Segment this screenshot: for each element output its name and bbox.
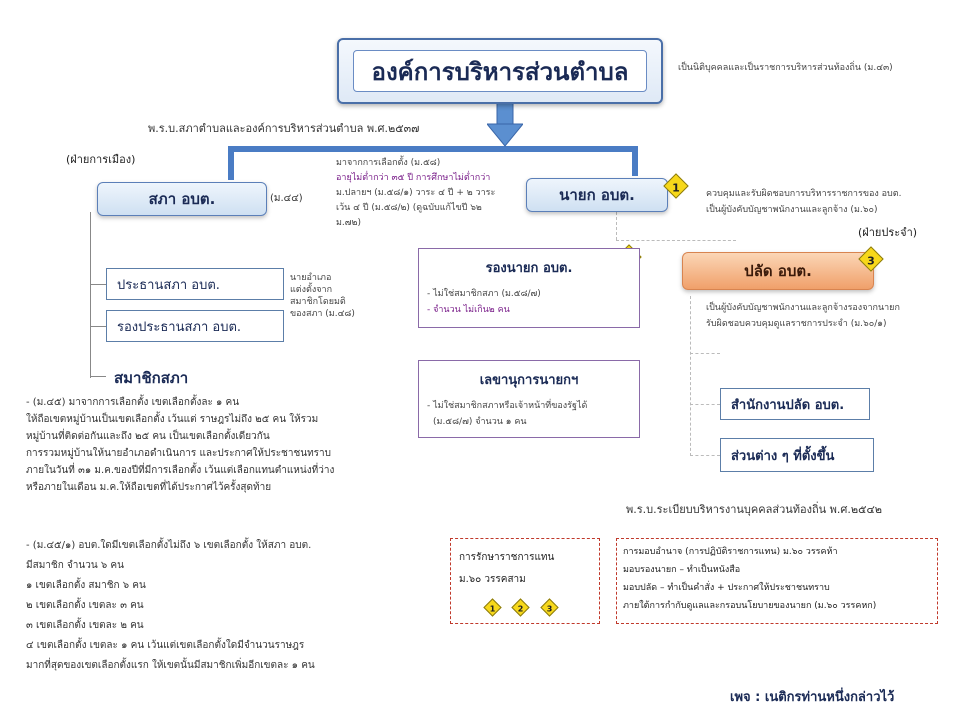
mayor-duty-notes: ควบคุมและรับผิดชอบการบริหารราชการของ อบต… xyxy=(706,186,901,218)
delegation-line: มอบปลัด – ทำเป็นคำสั่ง + ประกาศให้ประชาช… xyxy=(623,583,830,593)
mayor-badge: 1 xyxy=(663,173,689,199)
member-note-line: หรือภายในเดือน ม.ค.ให้ถือเขตที่ได้ประกาศ… xyxy=(26,482,272,493)
district-note-line: ๓ เขตเลือกตั้ง เขตละ ๒ คน xyxy=(26,620,144,631)
council-branch-members xyxy=(90,376,106,377)
acting-badge-number: 2 xyxy=(517,604,524,614)
political-label: (ฝ่ายการเมือง) xyxy=(66,153,136,166)
mayor-election-notes: มาจากการเลือกตั้ง (ม.๕๘) อายุไม่ต่ำกว่า … xyxy=(336,156,495,231)
permanent-label: (ฝ่ายประจำ) xyxy=(858,226,918,239)
member-notes: - (ม.๔๕) มาจากการเลือกตั้ง เขตเลือกตั้งล… xyxy=(26,394,334,496)
act-label: พ.ร.บ.สภาตำบลและองค์การบริหารส่วนตำบล พ.… xyxy=(148,122,420,135)
council-ref: (ม.๔๔) xyxy=(270,193,303,204)
delegation-box: การมอบอำนาจ (การปฏิบัติราชการแทน) ม.๖๐ ว… xyxy=(616,538,938,624)
member-note-line: - (ม.๔๕) มาจากการเลือกตั้ง เขตเลือกตั้งล… xyxy=(26,397,240,408)
council-members-label: สมาชิกสภา xyxy=(114,369,189,387)
clerk-branch-office xyxy=(690,404,720,405)
mayor-dash-h xyxy=(616,240,736,241)
district-note-line: มากที่สุดของเขตเลือกตั้งแรก ให้เขตนั้นมี… xyxy=(26,660,315,671)
divisions-box: ส่วนต่าง ๆ ที่ตั้งขึ้น xyxy=(720,438,874,472)
duty-note-line: เป็นผู้บังคับบัญชาพนักงานและลูกจ้าง (ม.๖… xyxy=(706,205,878,215)
page-title: องค์การบริหารส่วนตำบล xyxy=(353,50,647,92)
election-note-line: อายุไม่ต่ำกว่า ๓๕ ปี การศึกษาไม่ต่ำกว่า xyxy=(336,173,491,183)
acting-line: ม.๖๐ วรรคสาม xyxy=(459,574,526,585)
council-vice-chair-box: รองประธานสภา อบต. xyxy=(106,310,284,342)
personnel-act-label: พ.ร.บ.ระเบียบบริหารงานบุคคลส่วนท้องถิ่น … xyxy=(626,503,883,516)
election-note-line: ม.๗๒) xyxy=(336,218,362,228)
council-branch-vice xyxy=(90,326,106,327)
main-connector-right xyxy=(632,146,638,176)
council-chair-box: ประธานสภา อบต. xyxy=(106,268,284,300)
district-note-line: - (ม.๔๕/๑) อบต.ใดมีเขตเลือกตั้งไม่ถึง ๖ … xyxy=(26,540,312,551)
deputy-title: รองนายก อบต. xyxy=(485,261,573,276)
election-note-line: เว้น ๔ ปี (ม.๕๘/๒) (ดูฉบับแก้ไขปี ๖๒ xyxy=(336,203,482,213)
council-box: สภา อบต. xyxy=(97,182,267,216)
clerk-badge: 3 xyxy=(858,246,884,272)
clerk-box: ปลัด อบต. xyxy=(682,252,874,290)
acting-line: การรักษาราชการแทน xyxy=(459,552,555,563)
district-note-line: ๑ เขตเลือกตั้ง สมาชิก ๖ คน xyxy=(26,580,146,591)
chair-note-line: ของสภา (ม.๔๘) xyxy=(290,309,355,319)
member-note-line: ภายในวันที่ ๓๑ ม.ค.ของปีที่มีการเลือกตั้… xyxy=(26,465,335,476)
down-arrow-icon xyxy=(487,102,523,147)
main-connector-left xyxy=(228,146,234,180)
acting-badge-number: 1 xyxy=(489,604,496,614)
chair-note: นายอำเภอ แต่งตั้งจาก สมาชิกโดยมติ ของสภา… xyxy=(290,272,355,320)
district-note-line: ๒ เขตเลือกตั้ง เขตละ ๓ คน xyxy=(26,600,144,611)
acting-badge-number: 3 xyxy=(546,604,553,614)
clerk-branch-divisions xyxy=(690,455,720,456)
member-note-line: การรวมหมู่บ้านให้นายอำเภอดำเนินการ และปร… xyxy=(26,448,332,459)
clerk-branch-extra xyxy=(690,353,720,354)
secretary-title: เลขานุการนายกฯ xyxy=(479,373,579,388)
delegation-line: มอบรองนายก – ทำเป็นหนังสือ xyxy=(623,565,741,575)
council-tree-line xyxy=(90,212,91,378)
district-note-line: ๔ เขตเลือกตั้ง เขตละ ๑ คน เว้นแต่เขตเลือ… xyxy=(26,640,305,651)
duty-note-line: ควบคุมและรับผิดชอบการบริหารราชการของ อบต… xyxy=(706,189,902,199)
district-notes: - (ม.๔๕/๑) อบต.ใดมีเขตเลือกตั้งไม่ถึง ๖ … xyxy=(26,536,315,676)
main-title-box: องค์การบริหารส่วนตำบล xyxy=(337,38,663,104)
clerk-note-line: รับผิดชอบควบคุมดูแลราชการประจำ (ม.๖๐/๑) xyxy=(706,319,887,329)
secretary-note-line: - ไม่ใช่สมาชิกสภาหรือเจ้าหน้าที่ของรัฐได… xyxy=(427,401,588,411)
clerk-tree-line xyxy=(690,296,691,456)
secretary-note-line: (ม.๕๘/๗) จำนวน ๑ คน xyxy=(433,417,527,427)
mayor-box: นายก อบต. xyxy=(526,178,668,212)
chair-note-line: แต่งตั้งจาก xyxy=(290,285,333,295)
office-box: สำนักงานปลัด อบต. xyxy=(720,388,870,420)
title-note: เป็นนิติบุคคลและเป็นราชการบริหารส่วนท้อง… xyxy=(678,63,893,73)
deputy-box: รองนายก อบต. - ไม่ใช่สมาชิกสภา (ม.๕๘/๗) … xyxy=(418,248,640,328)
clerk-notes: เป็นผู้บังคับบัญชาพนักงานและลูกจ้างรองจา… xyxy=(706,300,900,332)
election-note-line: มาจากการเลือกตั้ง (ม.๕๘) xyxy=(336,158,441,168)
delegation-line: การมอบอำนาจ (การปฏิบัติราชการแทน) ม.๖๐ ว… xyxy=(623,547,838,557)
chair-note-line: สมาชิกโดยมติ xyxy=(290,297,346,307)
council-branch-chair xyxy=(90,284,106,285)
delegation-line: ภายใต้การกำกับดูแลและกรอบนโยบายของนายก (… xyxy=(623,601,877,611)
mayor-dash-line xyxy=(616,212,617,240)
chair-note-line: นายอำเภอ xyxy=(290,273,332,283)
clerk-badge-number: 3 xyxy=(867,253,875,267)
election-note-line: ม.ปลายฯ (ม.๕๘/๑) วาระ ๔ ปี + ๒ วาระ xyxy=(336,188,496,198)
footer-credit: เพจ : เนติกรท่านหนึ่งกล่าวไว้ xyxy=(730,690,895,705)
district-note-line: มีสมาชิก จำนวน ๖ คน xyxy=(26,560,124,571)
clerk-note-line: เป็นผู้บังคับบัญชาพนักงานและลูกจ้างรองจา… xyxy=(706,303,900,313)
member-note-line: ให้ถือเขตหมู่บ้านเป็นเขตเลือกตั้ง เว้นแต… xyxy=(26,414,319,425)
member-note-line: หมู่บ้านที่ติดต่อกันและถึง ๒๕ คน เป็นเขต… xyxy=(26,431,270,442)
main-connector-horizontal xyxy=(228,146,638,152)
deputy-note-line: - ไม่ใช่สมาชิกสภา (ม.๕๘/๗) xyxy=(427,289,541,299)
deputy-note-line: - จำนวน ไม่เกิน๒ คน xyxy=(427,305,510,315)
mayor-badge-number: 1 xyxy=(672,180,680,194)
secretary-box: เลขานุการนายกฯ - ไม่ใช่สมาชิกสภาหรือเจ้า… xyxy=(418,360,640,438)
